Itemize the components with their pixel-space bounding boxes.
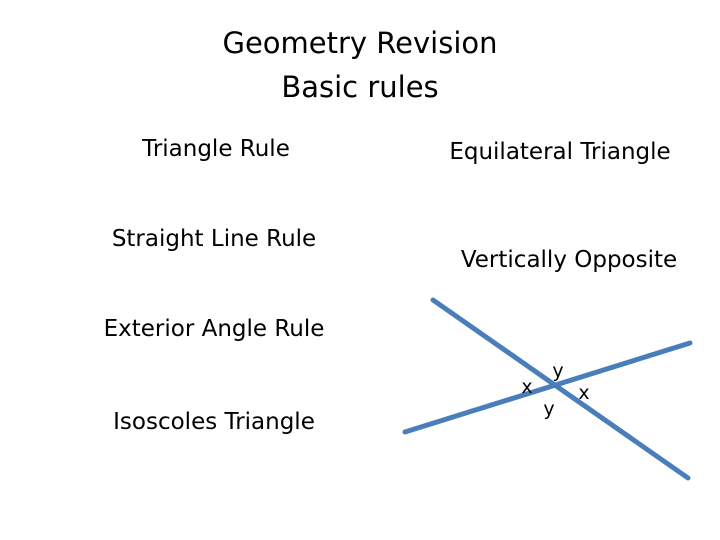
rule-item-vertically-opposite: Vertically Opposite (460, 247, 678, 273)
ascending-line (402, 340, 693, 435)
angle-label-x-left: x (521, 376, 533, 398)
angle-label-y-bottom: y (543, 398, 555, 420)
angle-label-y-top: y (552, 360, 564, 382)
rule-item-equilateral-triangle: Equilateral Triangle (449, 139, 671, 165)
vertically-opposite-angles-diagram (390, 285, 720, 540)
descending-line (430, 297, 691, 481)
slide-title-line-1: Geometry Revision (222, 26, 498, 60)
slide-title-line-2: Basic rules (281, 70, 439, 104)
rule-item-isoscoles-triangle: Isoscoles Triangle (113, 409, 315, 435)
rule-item-triangle-rule: Triangle Rule (142, 136, 290, 162)
rule-item-exterior-angle-rule: Exterior Angle Rule (103, 316, 325, 342)
rule-item-straight-line-rule: Straight Line Rule (111, 226, 317, 252)
angle-label-x-right: x (578, 382, 590, 404)
